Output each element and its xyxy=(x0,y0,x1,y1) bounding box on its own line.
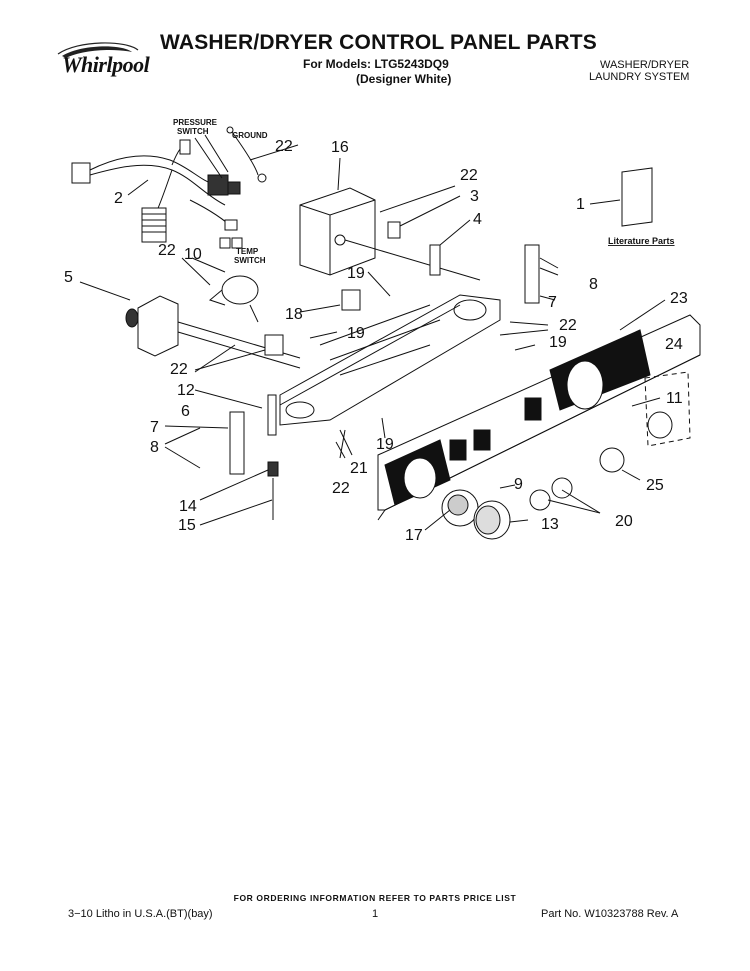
callout-23: 23 xyxy=(670,290,688,307)
label-pressure-switch-1: PRESSURE xyxy=(173,118,218,127)
models-line: For Models: LTG5243DQ9 xyxy=(303,57,449,71)
part-3-clip xyxy=(387,221,401,239)
callout-22-bottom: 22 xyxy=(332,480,350,497)
callout-7-left: 7 xyxy=(150,419,159,436)
callout-18: 18 xyxy=(285,306,303,323)
label-ground: GROUND xyxy=(232,131,268,140)
part-7-right-bracket xyxy=(524,244,540,304)
callout-25: 25 xyxy=(646,477,664,494)
callout-24: 24 xyxy=(665,336,683,353)
part-24-kit-outline xyxy=(644,371,691,447)
callout-19-mid: 19 xyxy=(347,325,365,342)
callout-17: 17 xyxy=(405,527,423,544)
part-number: Part No. W10323788 Rev. A xyxy=(541,908,679,920)
system-line-2: LAUNDRY SYSTEM xyxy=(589,71,690,83)
callout-11: 11 xyxy=(666,390,683,407)
label-literature-parts: Literature Parts xyxy=(608,236,675,246)
part-18-switch xyxy=(341,289,361,311)
part-5-timer xyxy=(125,295,301,369)
callout-22-left: 22 xyxy=(158,242,176,259)
wire-harness xyxy=(71,126,267,249)
litho-line: 3−10 Litho in U.S.A.(BT)(bay) xyxy=(68,908,213,920)
part-14-grommet xyxy=(267,461,279,477)
color-line: (Designer White) xyxy=(356,72,452,86)
callout-16: 16 xyxy=(331,139,349,156)
part-1-literature xyxy=(621,167,653,227)
callout-5: 5 xyxy=(64,269,73,286)
control-console-backplate xyxy=(279,294,501,426)
callout-21: 21 xyxy=(350,460,368,477)
callout-22-right: 22 xyxy=(559,317,577,334)
part-4-bracket xyxy=(429,244,441,276)
callout-7-right: 7 xyxy=(548,294,557,311)
callout-2: 2 xyxy=(114,190,123,207)
part-20-knob-a xyxy=(529,489,551,511)
callout-22-top-right: 22 xyxy=(460,167,478,184)
callout-4: 4 xyxy=(473,211,482,228)
part-12-bracket xyxy=(264,334,284,356)
callout-19-right: 19 xyxy=(549,334,567,351)
callout-22-lower-left: 22 xyxy=(170,361,188,378)
callout-8-right: 8 xyxy=(589,276,598,293)
callout-12: 12 xyxy=(177,382,195,399)
brand-logo-text: Whirlpool xyxy=(62,52,150,77)
callout-13: 13 xyxy=(541,516,559,533)
callout-19-bottom: 19 xyxy=(376,436,394,453)
callout-14: 14 xyxy=(179,498,197,515)
callout-3: 3 xyxy=(470,188,479,205)
callout-6: 6 xyxy=(181,403,190,420)
page-title: WASHER/DRYER CONTROL PANEL PARTS xyxy=(160,31,597,54)
callout-22-top-left: 22 xyxy=(275,138,293,155)
part-16-housing xyxy=(299,187,481,281)
system-line-1: WASHER/DRYER xyxy=(600,59,690,71)
part-20-knob-b xyxy=(551,477,573,499)
part-10-pressure-switch xyxy=(208,275,259,323)
part-7-left-bracket xyxy=(229,411,245,475)
leader-lines xyxy=(79,144,666,531)
callout-9: 9 xyxy=(514,476,523,493)
part-25-knob xyxy=(599,447,625,473)
callout-8-left: 8 xyxy=(150,439,159,456)
part-6-bracket xyxy=(267,394,277,436)
callout-1: 1 xyxy=(576,196,585,213)
ordering-note: FOR ORDERING INFORMATION REFER TO PARTS … xyxy=(233,893,517,903)
part-23-control-panel xyxy=(377,314,701,521)
label-temp-switch-1: TEMP xyxy=(236,247,259,256)
part-11-knob xyxy=(647,411,673,439)
label-temp-switch-2: SWITCH xyxy=(234,256,266,265)
page-number: 1 xyxy=(372,908,379,920)
callout-15: 15 xyxy=(178,517,196,534)
callout-19-top: 19 xyxy=(347,265,365,282)
callout-10: 10 xyxy=(184,246,202,263)
label-pressure-switch-2: SWITCH xyxy=(177,127,209,136)
whirlpool-logo-swirl-icon xyxy=(57,42,139,58)
callout-20: 20 xyxy=(615,513,633,530)
